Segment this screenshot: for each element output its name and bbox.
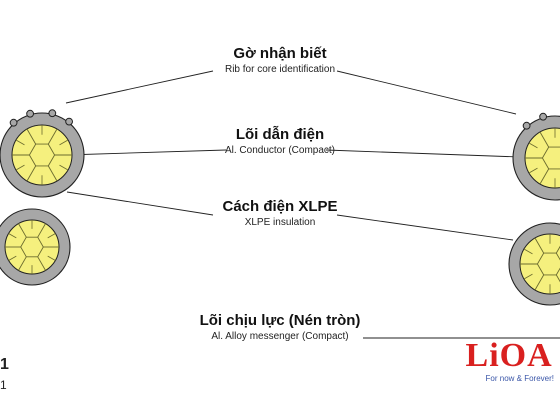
core-right-bottom-strand-divider-1	[555, 274, 560, 283]
core-right-top-strand-divider-4	[539, 131, 550, 148]
leader-line-rib-left	[65, 70, 214, 104]
core-right-top-strand-divider-2	[539, 168, 550, 185]
core-right-top	[512, 112, 560, 201]
lioa-logo: LiOA For now & Forever!	[465, 337, 554, 384]
core-right-top-strand-outer-2	[528, 167, 538, 174]
label-conductor: Lõi dẫn điện Al. Conductor (Compact)	[160, 126, 400, 157]
core-right-top-rib-1	[539, 112, 547, 121]
core-right-bottom-strand-divider-5	[555, 245, 560, 254]
core-left-top-strand-outer-2	[15, 164, 25, 171]
cable-cores	[0, 109, 560, 306]
label-conductor-vi: Lõi dẫn điện	[235, 126, 325, 143]
label-messenger-vi: Lõi chịu lực (Nén tròn)	[199, 312, 361, 329]
core-left-bottom-strand-divider-5	[37, 223, 46, 238]
core-right-top-rib-0	[522, 121, 531, 130]
label-insulation: Cách điện XLPE XLPE insulation	[160, 198, 400, 229]
leader-line-conductor-left	[65, 149, 227, 156]
core-left-top-strand-divider-4	[26, 128, 37, 145]
corner-number-bottom: 1	[0, 378, 7, 392]
core-left-bottom	[0, 208, 71, 286]
core-left-top-strand-outer-3	[15, 139, 25, 146]
core-left-bottom-strand-outer-5	[47, 233, 56, 239]
core-right-bottom-strand-divider-2	[534, 274, 545, 291]
core-left-top-strand-outer-0	[59, 164, 69, 171]
core-left-top-rib-0	[9, 118, 18, 127]
core-left-bottom-strand-outer-3	[8, 233, 17, 239]
logo-brand: LiOA	[465, 337, 553, 374]
core-left-bottom-strand-divider-2	[18, 256, 27, 271]
core-left-top-strand-divider-5	[47, 128, 58, 145]
leader-line-conductor-right	[325, 149, 548, 159]
leader-line-insulation-left	[66, 191, 214, 216]
core-left-top-rib-3	[65, 117, 73, 126]
label-insulation-vi: Cách điện XLPE	[222, 198, 338, 215]
core-left-top-strand-outer-5	[59, 139, 69, 146]
core-left-top-rib-2	[48, 109, 57, 118]
logo-slogan: For now & Forever!	[485, 374, 554, 383]
core-left-bottom-strand-divider-1	[37, 256, 46, 271]
leader-lines	[65, 70, 560, 339]
label-rib: Gờ nhận biết Rib for core identification	[160, 45, 400, 76]
core-right-top-strand-outer-3	[528, 142, 538, 149]
core-left-top-strand-divider-2	[26, 165, 37, 182]
label-rib-en: Rib for core identification	[224, 64, 336, 75]
label-conductor-en: Al. Conductor (Compact)	[224, 145, 336, 156]
core-left-top-rib-1	[26, 109, 35, 118]
core-left-top	[0, 109, 85, 198]
label-rib-vi: Gờ nhận biết	[233, 45, 327, 62]
core-left-top-strand-divider-1	[47, 165, 58, 182]
corner-number-top: 1	[0, 356, 9, 373]
leader-line-rib-right	[336, 70, 517, 115]
core-left-bottom-strand-outer-2	[8, 255, 17, 261]
core-right-bottom-strand-outer-2	[523, 273, 533, 280]
core-left-bottom-strand-outer-0	[47, 255, 56, 261]
label-insulation-en: XLPE insulation	[244, 217, 316, 228]
core-right-bottom-strand-outer-3	[523, 248, 533, 255]
label-messenger: Lõi chịu lực (Nén tròn) Al. Alloy messen…	[160, 312, 400, 343]
core-left-bottom-strand-divider-4	[18, 223, 27, 238]
label-messenger-en: Al. Alloy messenger (Compact)	[211, 331, 349, 342]
core-right-bottom-strand-divider-4	[534, 237, 545, 254]
core-right-bottom	[508, 222, 560, 306]
leader-line-insulation-right	[336, 214, 514, 241]
